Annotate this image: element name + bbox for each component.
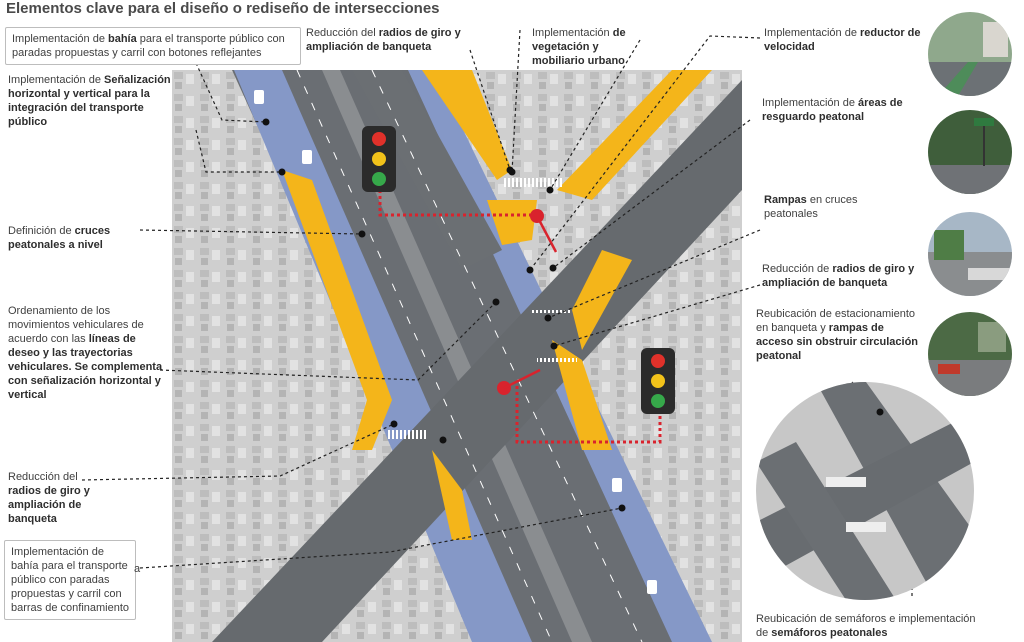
photo-reductor-velocidad <box>928 12 1012 96</box>
label-rampas: Rampas en cruces peatonales <box>764 194 858 220</box>
label-senalizacion: Implementación de Señalización horizonta… <box>8 74 171 128</box>
photo-areas-resguardo <box>928 110 1012 194</box>
zoom-detail-semaforos <box>756 382 974 600</box>
traffic-light-icon <box>362 126 396 192</box>
crosswalk <box>537 350 577 362</box>
refuge-island <box>487 200 537 245</box>
label-bahia-bottom: Implementación de bahía para el transpor… <box>4 540 136 620</box>
label-cruces-peatonales: Definición de cruces peatonales a nivel <box>8 225 111 251</box>
intersection-aerial-map <box>172 70 742 642</box>
traffic-light-icon <box>641 348 675 414</box>
bus-lane-marking-icon <box>254 90 264 104</box>
label-areas-resguardo: Implementación de áreas de resguardo pea… <box>762 97 903 123</box>
signal-pointer <box>503 368 541 390</box>
bus-lane-marking-icon <box>612 478 622 492</box>
label-reduccion-left: Reducción del radios de giro y ampliació… <box>8 471 90 525</box>
top-street <box>352 70 502 270</box>
photo-rampas <box>928 212 1012 296</box>
page-title: Elementos clave para el diseño o rediseñ… <box>6 0 440 17</box>
label-reduccion-right: Reducción de radios de giro y ampliación… <box>762 263 915 289</box>
label-stray-a: a <box>134 563 141 575</box>
crosswalk <box>387 430 427 442</box>
crosswalk <box>502 178 562 190</box>
sidewalk-extension-center <box>552 340 612 450</box>
photo-reubicacion-estacionamiento <box>928 312 1012 396</box>
label-reduccion-top: Reducción del radios de giro y ampliació… <box>306 27 461 53</box>
label-reductor-velocidad: Implementación de reductor de velocidad <box>764 27 921 53</box>
label-ordenamiento: Ordenamiento de los movimientos vehicula… <box>8 305 163 401</box>
label-bahia-top: Implementación de bahía para el transpor… <box>5 27 301 65</box>
label-reubicacion-estacionamiento: Reubicación de estacionamiento en banque… <box>756 308 919 362</box>
bus-lane-marking-icon <box>647 580 657 594</box>
crosswalk <box>532 310 572 322</box>
label-vegetacion: Implementación de vegetación y mobiliari… <box>532 27 626 67</box>
signal-pointer-path <box>515 386 662 444</box>
signal-pointer-path <box>378 190 537 217</box>
label-semaforos: Reubicación de semáforos e implementació… <box>756 613 976 639</box>
bus-lane-marking-icon <box>302 150 312 164</box>
